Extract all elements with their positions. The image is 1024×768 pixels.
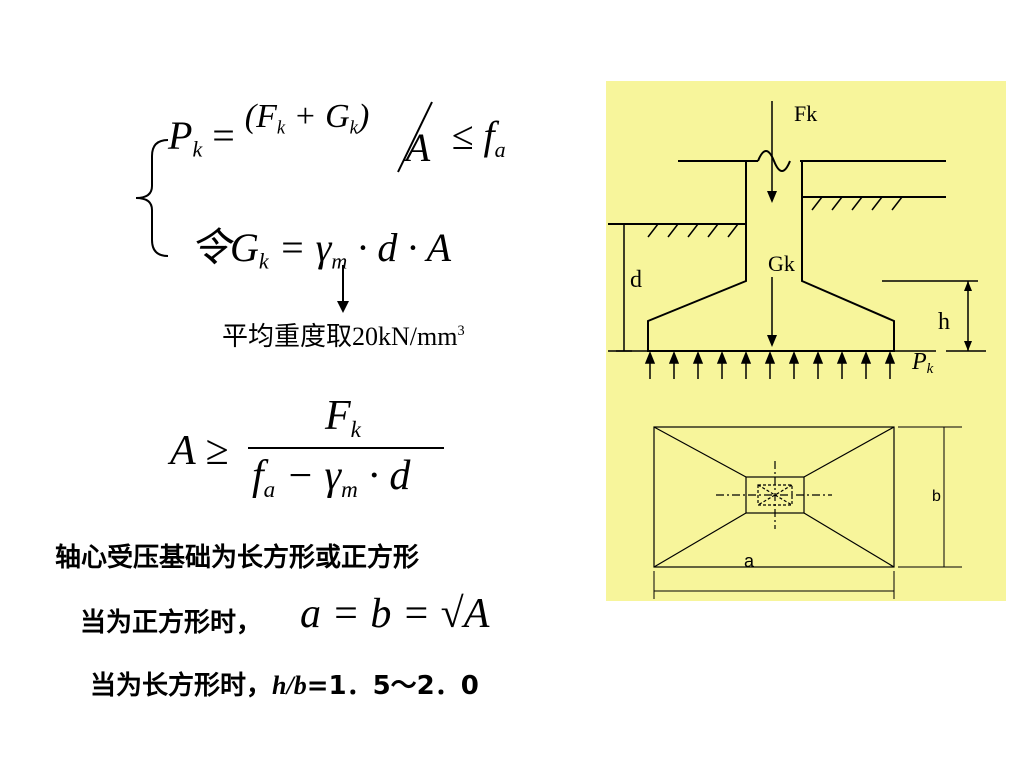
down-arrow-icon (337, 265, 349, 313)
formula-lhs: A ≥ (170, 428, 229, 474)
plan-view (653, 426, 895, 568)
soil-hatching (647, 196, 903, 238)
formula-tail: · d (357, 453, 411, 499)
text-line-square: 当为正方形时， (80, 608, 263, 638)
soil-pressure-arrows (644, 350, 896, 379)
d-label: d (630, 267, 642, 293)
formula-symbol: F (325, 393, 351, 439)
formula-subscript: k (192, 136, 203, 162)
text-prefix: 当为长方形时， (90, 671, 273, 701)
formula-subscript: k (276, 117, 286, 139)
formula-mid: = γ (268, 225, 332, 270)
note-text: 平均重度取20kN/mm (222, 322, 458, 351)
fk-arrowhead (767, 191, 777, 203)
formula-subscript: k (350, 416, 361, 443)
formula-denominator: fa − γm · d (252, 452, 410, 503)
text-ratio: h/b (272, 671, 307, 700)
formula-symbol: f (252, 453, 264, 499)
formula-subscript: k (258, 248, 269, 274)
formula-numerator-plus: + G (285, 98, 350, 135)
formula-weight: 令Gk = γm · d · A (190, 215, 451, 275)
gk-arrowhead (767, 335, 777, 347)
break-symbol (757, 150, 791, 172)
formula-square-side: a = b = √A (300, 591, 490, 637)
fraction-bar (248, 447, 444, 449)
curly-brace (135, 139, 169, 257)
foundation-diagram: Fk Gk d h Pk (606, 81, 1006, 601)
fk-label: Fk (794, 101, 817, 126)
formula-subscript: m (341, 476, 358, 503)
b-label: b (932, 488, 941, 505)
formula-tail: · d · A (347, 225, 452, 270)
formula-numerator: Fk (325, 392, 361, 443)
formula-numerator: (F (244, 98, 277, 135)
note-superscript: 3 (457, 323, 465, 339)
pk-label: Pk (911, 349, 934, 377)
a-label: a (744, 551, 755, 571)
formula-subscript: k (349, 117, 358, 139)
formula-subscript: a (494, 136, 506, 162)
text-line-rectangle: 当为长方形时，h/b=1．5～2．0 (90, 665, 479, 702)
fraction-slash (397, 101, 433, 173)
h-label: h (938, 309, 950, 335)
formula-symbol: 令G (190, 225, 259, 270)
formula-denominator: A (405, 125, 430, 170)
formula-subscript: a (263, 476, 276, 503)
formula-close-paren: ) (357, 98, 370, 135)
diagram-background (606, 81, 1006, 601)
formula-symbol: P (168, 113, 193, 158)
text-line-shape: 轴心受压基础为长方形或正方形 (55, 543, 420, 573)
formula-leq: ≤ f (451, 113, 495, 158)
formula-operator: = (212, 113, 235, 158)
formula-pressure: Pk = (Fk + Gk) A ≤ fa (168, 98, 506, 173)
text-suffix: =1．5～2．0 (306, 671, 479, 701)
unit-weight-note: 平均重度取20kN/mm3 (222, 316, 465, 353)
gk-label: Gk (768, 251, 795, 276)
formula-mid: − γ (275, 453, 342, 499)
